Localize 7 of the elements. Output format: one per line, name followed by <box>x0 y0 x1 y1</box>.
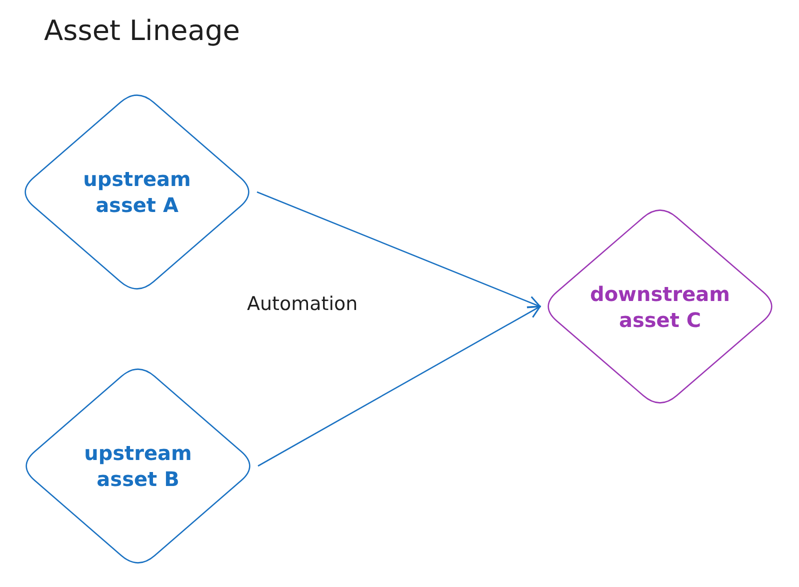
diagram-title: Asset Lineage <box>44 14 240 47</box>
node-label: upstream asset A <box>82 166 192 218</box>
free-label: Automation <box>247 293 358 315</box>
node-label: downstream asset C <box>590 280 730 332</box>
arrow <box>256 191 541 308</box>
arrow <box>258 306 541 467</box>
node-label: upstream asset B <box>83 440 193 492</box>
